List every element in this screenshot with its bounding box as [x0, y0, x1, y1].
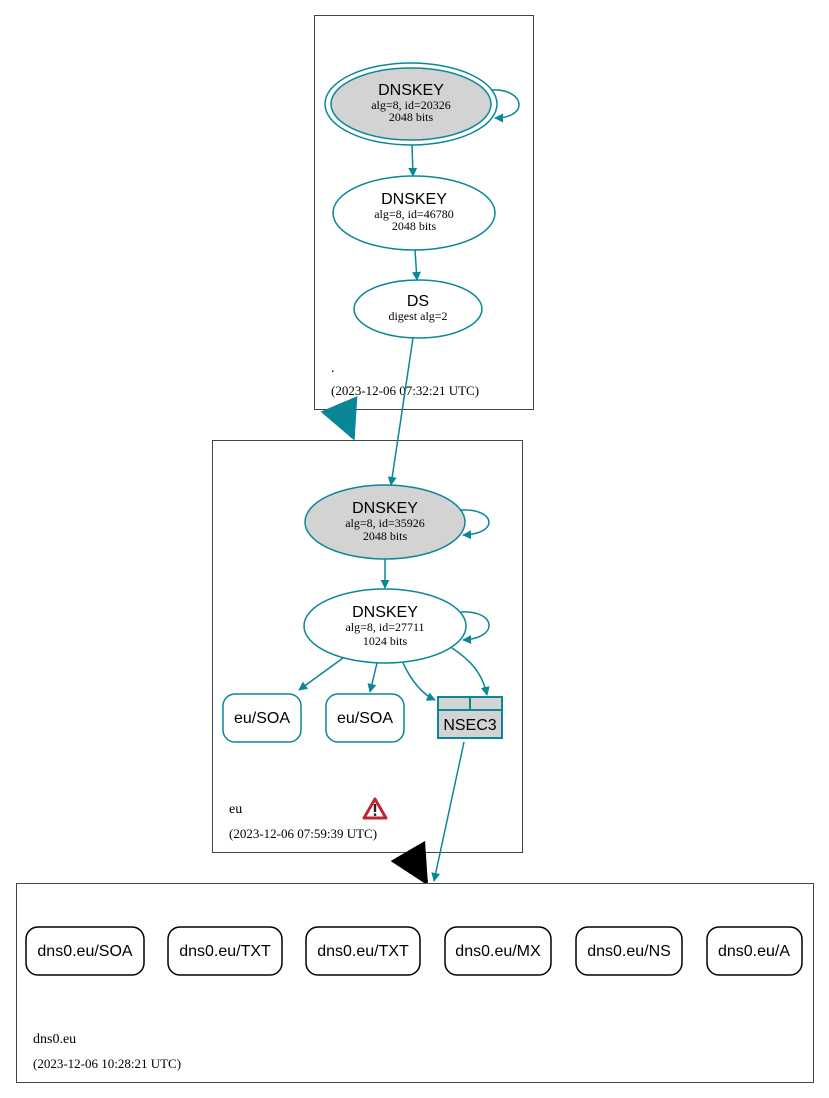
zone-root-name: .	[331, 361, 335, 376]
eu-soa-node-1[interactable]: eu/SOA	[222, 693, 302, 743]
warning-triangle-icon[interactable]	[362, 797, 388, 820]
rrset-node[interactable]: dns0.eu/TXT	[167, 926, 283, 976]
eu-nsec3-label: NSEC3	[443, 717, 496, 734]
edge-root-zsk-to-ds	[411, 249, 421, 281]
zone-eu-name: eu	[229, 802, 242, 817]
root-zsk-bits: 2048 bits	[392, 219, 437, 233]
edge-eu-zsk-to-nsec3-b	[451, 647, 490, 696]
rrset-node[interactable]: dns0.eu/NS	[575, 926, 683, 976]
eu-ds-digest: digest alg=2	[388, 309, 447, 323]
eu-zsk-node[interactable]: DNSKEY alg=8, id=27711 1024 bits	[303, 588, 467, 664]
eu-ksk-bits: 2048 bits	[363, 529, 408, 543]
zone-eu-timestamp: (2023-12-06 07:59:39 UTC)	[229, 826, 377, 841]
delegation-eu-to-dns0	[390, 840, 429, 886]
root-ksk-bits: 2048 bits	[389, 110, 434, 124]
delegation-root-to-eu	[320, 396, 358, 441]
rrset-label: dns0.eu/MX	[455, 943, 541, 960]
zone-dns0-name: dns0.eu	[33, 1032, 76, 1047]
root-zsk-type: DNSKEY	[381, 191, 447, 208]
root-zsk-alg: alg=8, id=46780	[374, 207, 454, 221]
rrset-node[interactable]: dns0.eu/A	[706, 926, 803, 976]
edge-nsec3-to-dns0	[431, 741, 465, 882]
edge-eu-zsk-to-nsec3-a	[402, 662, 436, 701]
rrset-node[interactable]: dns0.eu/MX	[444, 926, 552, 976]
eu-ds-type: DS	[407, 293, 429, 310]
eu-ksk-type: DNSKEY	[352, 500, 418, 517]
edge-eu-zsk-to-soa-1	[298, 657, 344, 691]
root-ksk-node[interactable]: DNSKEY alg=8, id=20326 2048 bits	[324, 62, 498, 146]
zone-dns0-timestamp: (2023-12-06 10:28:21 UTC)	[33, 1056, 181, 1071]
eu-soa-2-label: eu/SOA	[337, 710, 393, 727]
eu-ds-node[interactable]: DS digest alg=2	[353, 279, 483, 339]
edge-eu-zsk-to-soa-2	[367, 662, 378, 693]
root-ksk-type: DNSKEY	[378, 82, 444, 99]
rrset-label: dns0.eu/NS	[587, 943, 671, 960]
eu-ksk-self-loop	[459, 509, 490, 540]
rrset-label: dns0.eu/SOA	[37, 943, 133, 960]
eu-zsk-alg: alg=8, id=27711	[345, 620, 424, 634]
eu-ksk-node[interactable]: DNSKEY alg=8, id=35926 2048 bits	[304, 484, 466, 560]
eu-nsec3-node[interactable]: NSEC3	[437, 696, 503, 739]
eu-soa-node-2[interactable]: eu/SOA	[325, 693, 405, 743]
rrset-node[interactable]: dns0.eu/SOA	[25, 926, 145, 976]
rrset-label: dns0.eu/A	[718, 943, 790, 960]
eu-zsk-type: DNSKEY	[352, 604, 418, 621]
root-zsk-node[interactable]: DNSKEY alg=8, id=46780 2048 bits	[332, 175, 496, 251]
zone-dns0-box	[16, 883, 814, 1083]
zone-dns0: dns0.eu (2023-12-06 10:28:21 UTC)	[16, 883, 814, 1083]
edge-root-ksk-to-zsk	[408, 144, 418, 177]
rrset-node[interactable]: dns0.eu/TXT	[305, 926, 421, 976]
root-ksk-alg: alg=8, id=20326	[371, 98, 451, 112]
rrset-label: dns0.eu/TXT	[317, 943, 409, 960]
root-ksk-self-loop	[490, 89, 520, 123]
eu-ksk-alg: alg=8, id=35926	[345, 516, 425, 530]
eu-zsk-bits: 1024 bits	[363, 634, 408, 648]
rrset-label: dns0.eu/TXT	[179, 943, 271, 960]
edge-ds-to-eu-ksk	[387, 337, 414, 486]
eu-zsk-self-loop	[460, 611, 490, 645]
eu-soa-1-label: eu/SOA	[234, 710, 290, 727]
